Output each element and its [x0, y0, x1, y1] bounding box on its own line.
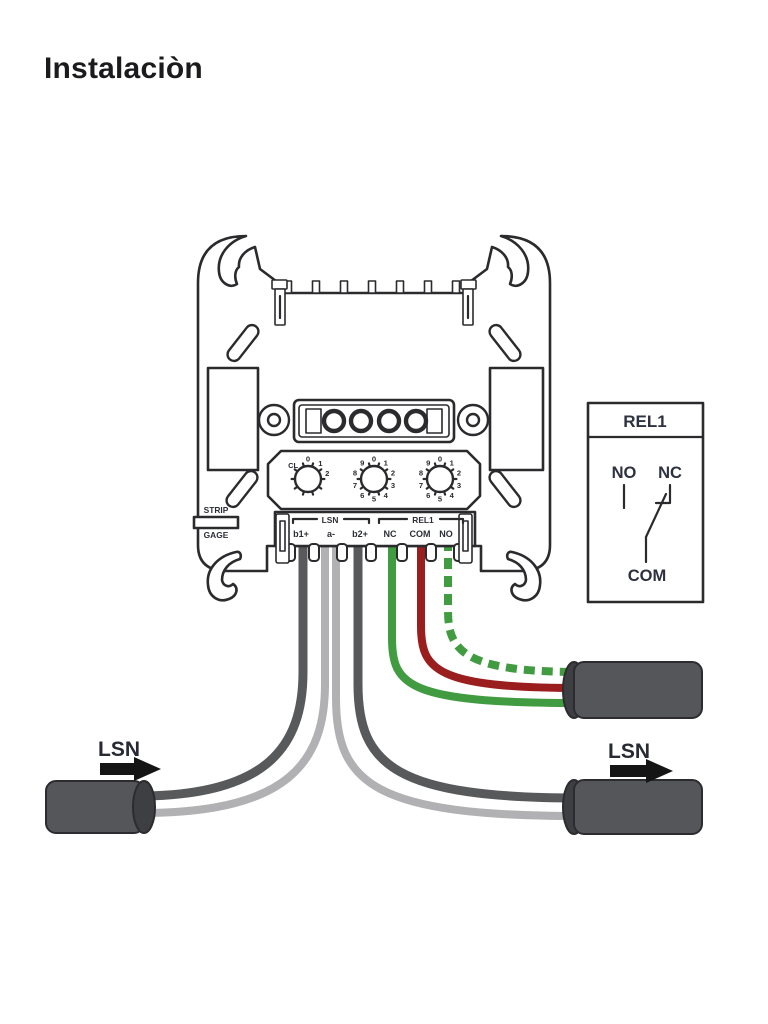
page-title: Instalaciòn	[44, 52, 203, 85]
wiring	[145, 540, 581, 822]
dial-position-label: 1	[318, 459, 323, 468]
dial-position-label: 1	[450, 458, 455, 467]
dial-position-label: CL	[288, 461, 298, 470]
dial-knob	[293, 464, 323, 494]
dial-position-label: 2	[391, 468, 395, 477]
terminal-no: NO	[439, 529, 453, 539]
dial-position-label: 7	[419, 481, 423, 490]
wire-relay-nc	[388, 540, 581, 707]
dial-position-label: 3	[457, 481, 461, 490]
dial-position-label: 4	[384, 491, 389, 500]
relay-box-title: REL1	[623, 412, 666, 431]
dial-position-label: 0	[306, 455, 310, 464]
dial-position-label: 8	[419, 468, 423, 477]
side-panel-left	[206, 366, 260, 472]
wire-aminus-right	[332, 540, 581, 820]
terminal-block: LSN b1+ a- b2+ REL1 NC COM NO	[273, 510, 477, 564]
dial-position-label: 7	[353, 481, 357, 490]
lsn-terminal-group: LSN b1+ a- b2+	[291, 515, 371, 539]
dial-position-label: 4	[450, 491, 455, 500]
dial-position-label: 1	[384, 458, 389, 467]
wire-aminus-left	[145, 540, 329, 817]
screw-hole-right	[456, 403, 490, 437]
dial-position-label: 6	[426, 491, 430, 500]
relay-com-label: COM	[628, 567, 667, 585]
lsn-out-label: LSN	[608, 740, 650, 763]
wire-b2plus	[353, 540, 581, 803]
strip-gage-marker: STRIP GAGE	[192, 505, 240, 540]
wire-b1plus	[145, 540, 308, 801]
terminal-post-left	[275, 513, 290, 564]
bottom-left-curl	[206, 550, 243, 602]
lsn-group-label: LSN	[322, 515, 339, 525]
contact-window	[292, 398, 456, 444]
relay-contact-symbol	[622, 483, 672, 564]
terminal-nc: NC	[384, 529, 397, 539]
wire-relay-no	[444, 540, 581, 676]
dial-position-label: 9	[360, 458, 364, 467]
dial-knob	[359, 464, 389, 494]
lsn-cable-in: LSN	[45, 738, 161, 834]
connector-pins	[283, 280, 461, 294]
dial-position-label: 5	[438, 495, 443, 504]
dial-position-label: 2	[325, 469, 329, 478]
dial-position-label: 6	[360, 491, 364, 500]
terminal-post-right	[458, 513, 473, 564]
terminal-com: COM	[410, 529, 431, 539]
dial-position-label: 0	[372, 455, 376, 464]
side-panel-right	[488, 366, 545, 472]
screw-hole-left	[257, 403, 291, 437]
mounting-slots	[225, 323, 522, 509]
lsn-in-arrow-icon	[100, 757, 161, 781]
lsn-in-label: LSN	[98, 738, 140, 761]
connector-post-left	[271, 279, 288, 326]
dial-position-label: 3	[391, 481, 395, 490]
dial-position-label: 2	[457, 468, 461, 477]
terminal-aminus: a-	[327, 529, 335, 539]
gage-bar	[192, 515, 240, 530]
rel1-terminal-group: REL1 NC COM NO	[377, 515, 465, 539]
relay-cable	[562, 661, 703, 719]
dial-knob	[425, 464, 455, 494]
lsn-out-arrow-icon	[610, 759, 673, 783]
terminal-b2plus: b2+	[352, 529, 368, 539]
relay-no-label: NO	[612, 464, 637, 482]
lsn-cable-out: LSN	[562, 740, 703, 835]
connector-post-right	[460, 279, 477, 326]
strip-label: STRIP	[204, 505, 229, 515]
terminal-b1plus: b1+	[293, 529, 309, 539]
gage-label: GAGE	[204, 530, 229, 540]
dial-position-label: 8	[353, 468, 357, 477]
wire-relay-com	[417, 540, 581, 692]
dial-position-label: 0	[438, 455, 442, 464]
dial-position-label: 5	[372, 495, 377, 504]
dial-position-label: 9	[426, 458, 430, 467]
rel1-group-label: REL1	[412, 515, 434, 525]
relay-detail-box: REL1 NO NC COM	[586, 401, 705, 604]
bottom-right-curl	[505, 550, 542, 602]
relay-nc-label: NC	[658, 464, 682, 482]
